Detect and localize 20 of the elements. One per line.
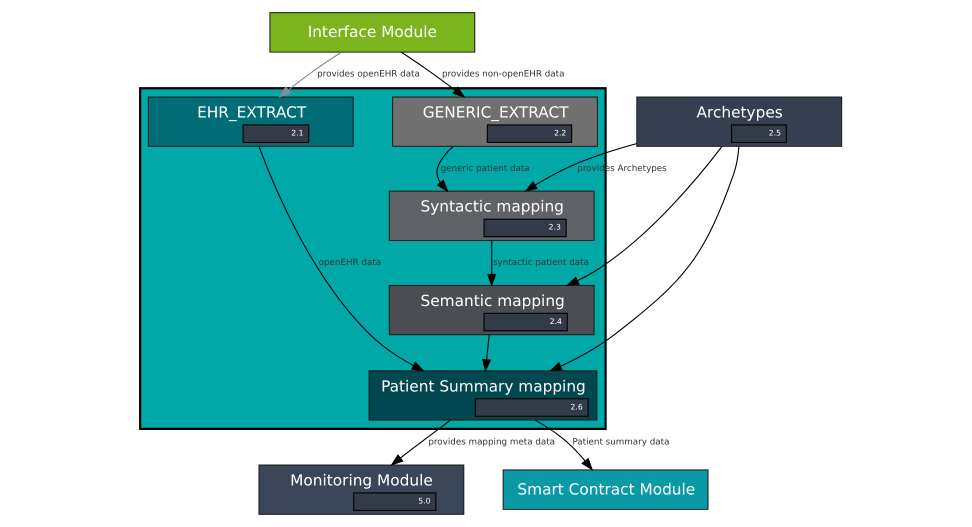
arrow xyxy=(534,420,593,471)
edge-label: provides non-openEHR data xyxy=(441,70,564,80)
arrow xyxy=(482,334,491,372)
edge-label: Patient summary data xyxy=(572,438,669,448)
node-box: Interface Module xyxy=(268,12,475,53)
edge-label: generic patient data xyxy=(440,164,530,174)
arrow xyxy=(524,143,636,192)
arrow xyxy=(486,240,496,287)
arrow xyxy=(400,52,465,98)
edge-label: provides openEHR data xyxy=(316,70,420,80)
edge-label: provides mapping meta data xyxy=(428,438,555,448)
edge-label: syntactic patient data xyxy=(492,258,588,268)
arrow xyxy=(390,420,450,466)
arrow xyxy=(565,146,722,286)
arrow xyxy=(548,146,739,372)
arrow xyxy=(278,52,342,98)
edge-label: openEHR data xyxy=(318,258,381,268)
arrow xyxy=(258,146,424,372)
node-box: Smart Contract Module xyxy=(502,469,708,510)
arrow xyxy=(436,146,452,192)
